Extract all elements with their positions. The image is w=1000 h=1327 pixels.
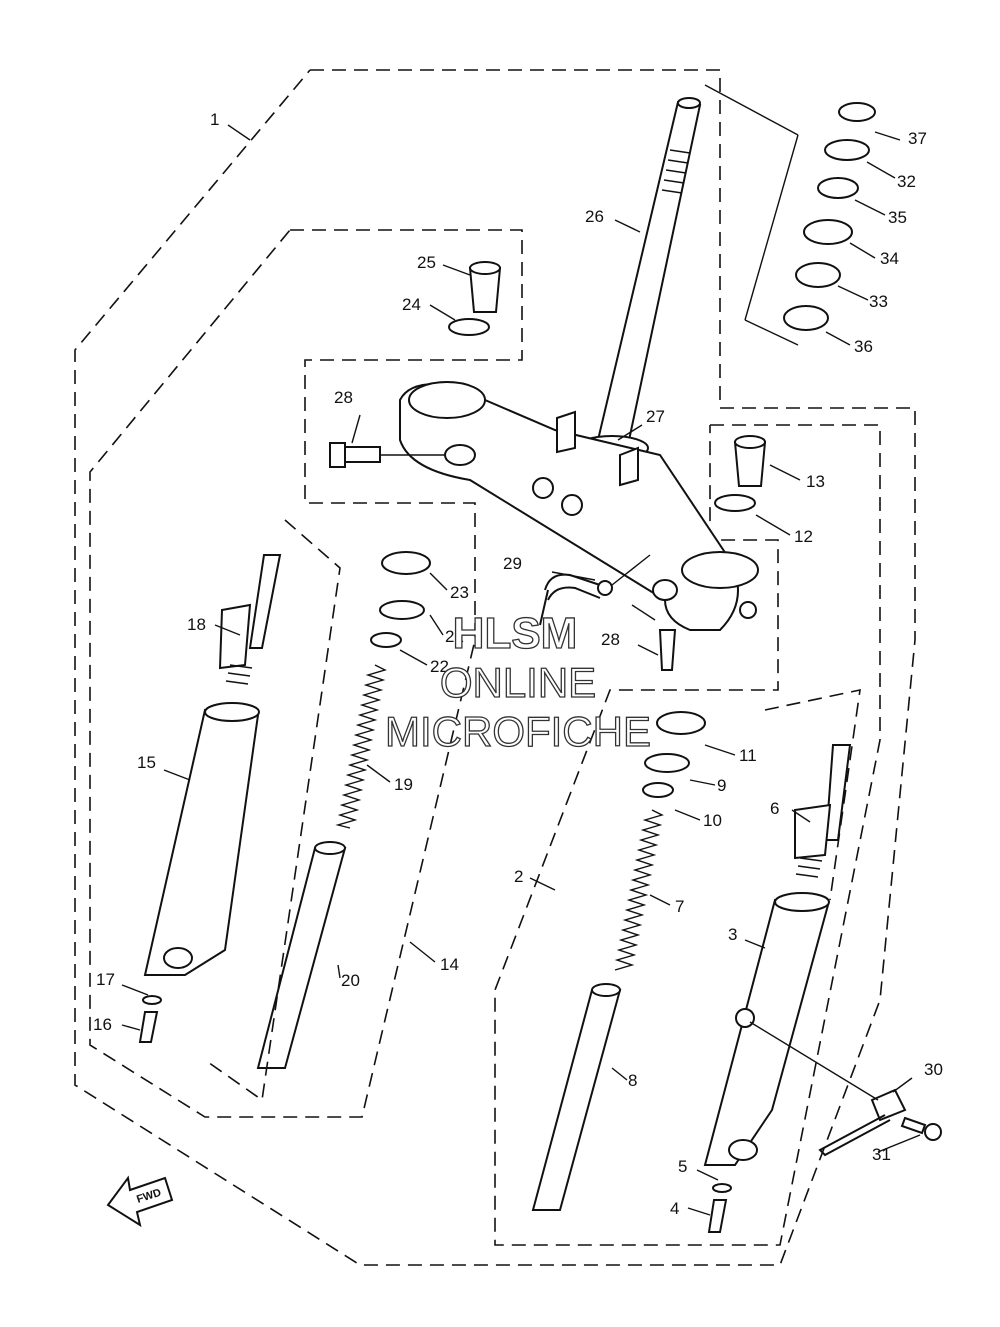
callout-25: 25 — [417, 253, 436, 272]
callout-35: 35 — [888, 208, 907, 227]
callout-26: 26 — [585, 207, 604, 226]
bearing-stack — [704, 84, 876, 346]
left-fork-spring — [335, 664, 387, 829]
callout-15: 15 — [137, 753, 156, 772]
callout-16: 16 — [93, 1015, 112, 1034]
callout-28-lower: 28 — [601, 630, 620, 649]
assembly-outline-1 — [74, 69, 916, 1266]
right-o-ring — [714, 494, 756, 512]
callout-24: 24 — [402, 295, 421, 314]
cable-bracket — [749, 1021, 942, 1157]
callout-30: 30 — [924, 1060, 943, 1079]
watermark-line-1: HLSM — [453, 609, 578, 658]
right-pinch-bolt — [652, 579, 678, 671]
assembly-outline-2 — [494, 424, 881, 1246]
callout-23: 23 — [450, 583, 469, 602]
left-outer-tube — [143, 702, 260, 976]
callout-4: 4 — [670, 1199, 679, 1218]
under-bracket — [399, 381, 759, 631]
left-o-ring — [448, 318, 490, 336]
right-damper-rod — [764, 688, 861, 901]
right-outer-tube — [703, 892, 830, 1166]
steering-stem — [575, 97, 702, 461]
callout-22: 22 — [430, 657, 449, 676]
callout-36: 36 — [854, 337, 873, 356]
callout-17: 17 — [96, 970, 115, 989]
right-washer — [642, 782, 674, 798]
callout-8: 8 — [628, 1071, 637, 1090]
callout-6: 6 — [770, 799, 779, 818]
leader-lines — [121, 124, 921, 1216]
callout-10: 10 — [703, 811, 722, 830]
callout-12: 12 — [794, 527, 813, 546]
callout-33: 33 — [869, 292, 888, 311]
fwd-arrow-icon: FWD — [106, 1175, 174, 1228]
callout-11: 11 — [739, 746, 757, 765]
left-washer — [370, 632, 402, 648]
callout-labels: 1 2 3 4 5 6 7 8 9 10 11 12 13 14 15 16 1… — [93, 110, 943, 1218]
right-cap-bolt — [733, 435, 767, 487]
watermark: HLSM ONLINE MICROFICHE — [384, 608, 651, 755]
left-pinch-bolt — [329, 442, 476, 468]
right-clip — [644, 753, 690, 773]
assembly-outline-14 — [89, 229, 523, 1118]
left-oil-seal — [381, 551, 431, 575]
callout-2: 2 — [514, 867, 523, 886]
right-fork-spring — [614, 809, 664, 971]
callout-31: 31 — [872, 1145, 891, 1164]
right-drain-bolt — [707, 1183, 732, 1233]
callout-20: 20 — [341, 971, 360, 990]
callout-21: 21 — [445, 627, 464, 646]
callout-28-upper: 28 — [334, 388, 353, 407]
callout-34: 34 — [880, 249, 899, 268]
callout-37: 37 — [908, 129, 927, 148]
callout-19: 19 — [394, 775, 413, 794]
watermark-line-2: ONLINE — [440, 659, 596, 706]
callout-7: 7 — [675, 897, 684, 916]
callout-13: 13 — [806, 472, 825, 491]
left-inner-tube — [256, 841, 347, 1069]
callout-9: 9 — [717, 776, 726, 795]
callout-27: 27 — [646, 407, 665, 426]
left-damper-rod — [204, 519, 341, 1102]
callout-29: 29 — [503, 554, 522, 573]
callout-5: 5 — [678, 1157, 687, 1176]
callout-18: 18 — [187, 615, 206, 634]
right-inner-tube — [531, 983, 622, 1211]
left-drain-bolt — [138, 995, 162, 1043]
callout-3: 3 — [728, 925, 737, 944]
callout-32: 32 — [897, 172, 916, 191]
callout-1: 1 — [210, 110, 219, 129]
left-clip — [379, 600, 425, 620]
watermark-line-3: MICROFICHE — [385, 708, 651, 755]
left-cap-bolt — [468, 261, 502, 313]
right-oil-seal — [656, 711, 706, 735]
callout-14: 14 — [440, 955, 459, 974]
